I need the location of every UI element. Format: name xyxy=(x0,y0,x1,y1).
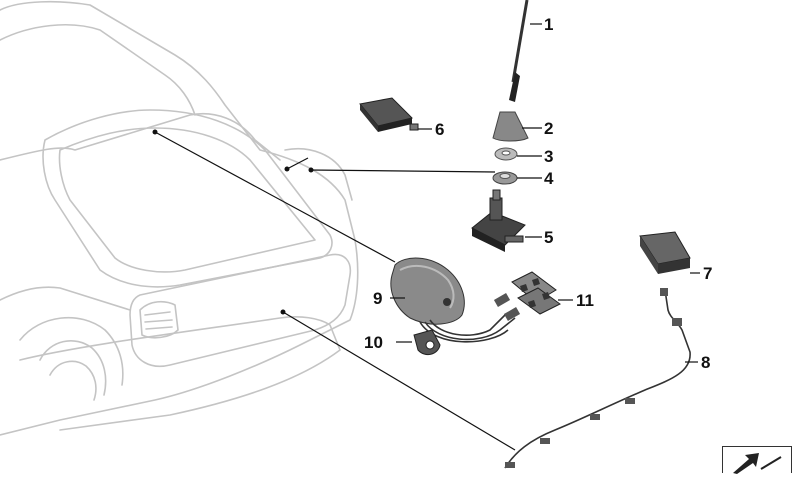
part-nut xyxy=(494,147,542,161)
callout-10: 10 xyxy=(364,333,383,352)
callout-9: 9 xyxy=(373,289,382,308)
callout-3: 3 xyxy=(544,147,553,166)
part-shark-fin xyxy=(390,257,521,343)
arrow-icon xyxy=(733,453,782,474)
callout-4: 4 xyxy=(544,169,554,188)
part-antenna-module xyxy=(471,189,542,252)
part-receiver xyxy=(639,231,700,274)
callout-labels: 1 2 3 4 5 6 7 8 9 10 11 xyxy=(364,15,712,372)
part-grommet xyxy=(396,329,441,356)
callout-7: 7 xyxy=(703,264,712,283)
part-cable-harness xyxy=(504,288,698,469)
corner-nav-box[interactable] xyxy=(722,446,792,474)
part-antenna-cone xyxy=(492,111,542,142)
callout-5: 5 xyxy=(544,228,553,247)
part-seal xyxy=(492,171,542,185)
callout-11: 11 xyxy=(576,291,594,310)
leader-lines xyxy=(152,129,516,451)
part-antenna-rod xyxy=(509,0,542,102)
part-control-unit xyxy=(359,97,432,132)
callout-6: 6 xyxy=(435,120,444,139)
callout-1: 1 xyxy=(544,15,553,34)
car-outline xyxy=(0,0,359,436)
callout-8: 8 xyxy=(701,353,710,372)
part-connector-set xyxy=(511,271,573,315)
callout-2: 2 xyxy=(544,119,553,138)
